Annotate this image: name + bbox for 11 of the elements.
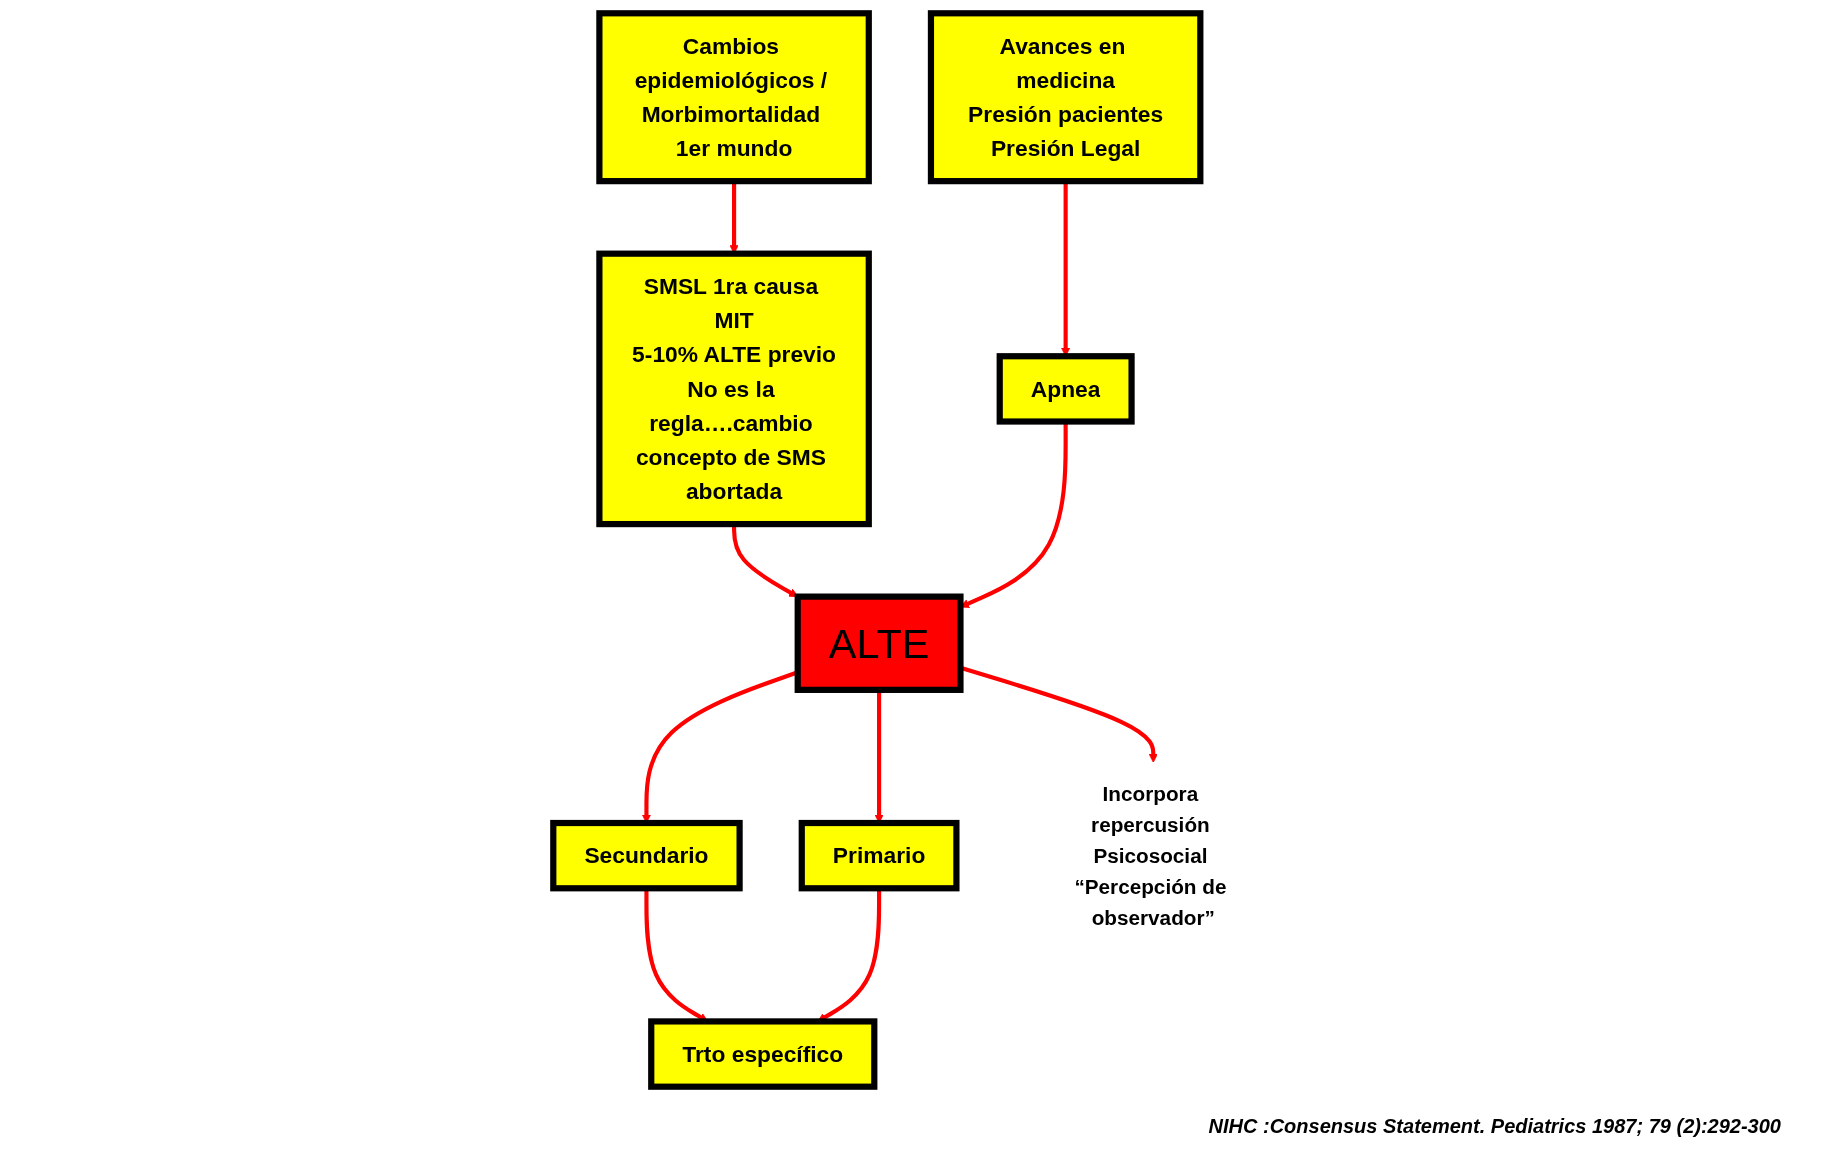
arrow	[731, 524, 798, 598]
node-box: Cambios epidemiológicos / Morbimortalidad 1er mundo	[596, 10, 872, 185]
node-box: Avances en medicina Presión pacientes Presión Legal	[927, 10, 1204, 185]
node-box: ALTE	[794, 593, 964, 693]
node-box: Trto específico	[648, 1018, 878, 1090]
node-box: SMSL 1ra causa MIT 5-10% ALTE previo No es la regla….cambio concepto de SMS abortada	[596, 250, 872, 528]
node-text: Incorpora repercusión Psicosocial “Percepción de observador”	[1074, 782, 1227, 930]
node-box: Apnea	[996, 353, 1135, 425]
citation-note: NIHC :Consensus Statement. Pediatrics 1987; 79 (2):292-300	[1208, 1115, 1781, 1138]
node-box: Secundario	[550, 819, 743, 892]
node-box: Primario	[798, 819, 960, 892]
